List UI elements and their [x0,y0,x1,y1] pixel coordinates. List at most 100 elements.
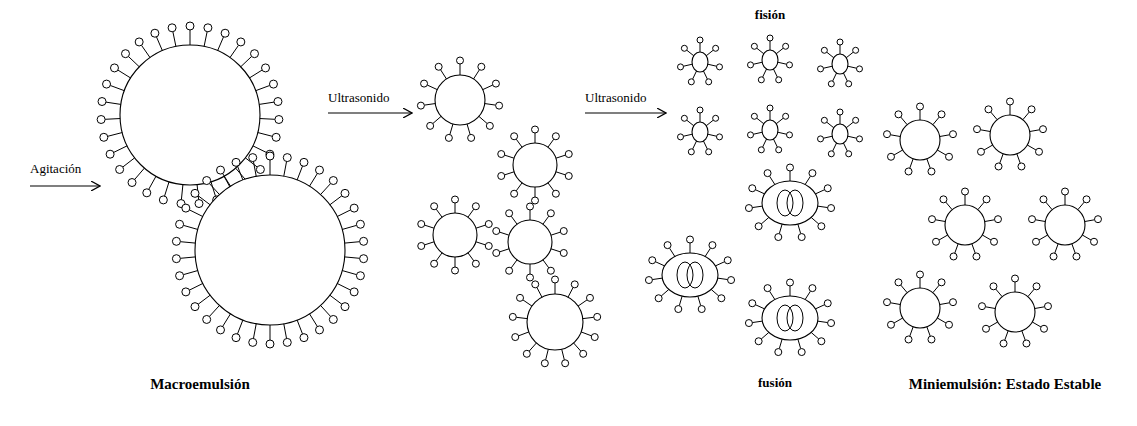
surfactant-tail [715,262,724,266]
surfactant-tail [223,173,231,186]
surfactant-head [818,136,824,142]
surfactant-head [182,288,190,296]
surfactant-tail [468,209,474,217]
surfactant-head [511,190,518,197]
oil-core [433,213,477,257]
surfactant-head [949,131,956,138]
surfactant-tail [535,187,536,197]
surfactant-tail [894,150,903,155]
surfactant-tail [529,343,536,351]
surfactant-tail [827,122,834,128]
surfactant-tail [846,122,853,128]
surfactant-head [266,340,274,348]
droplet [929,188,1002,260]
surfactant-head [928,168,935,175]
surfactant-head [100,133,108,141]
oil-core [527,294,583,350]
surfactant-tail [259,102,274,104]
process-label: fisión [755,8,785,23]
surfactant-tail [679,296,682,306]
surfactant-head [818,338,825,345]
surfactant-head [360,237,368,245]
surfactant-tail [249,70,262,78]
surfactant-head [485,221,492,228]
surfactant-tail [181,185,183,200]
surfactant-head [274,98,282,106]
surfactant-head [527,274,534,281]
surfactant-head [249,154,257,162]
merging-core [677,262,693,288]
surfactant-tail [173,32,176,47]
surfactant-tail [237,320,242,334]
surfactant-tail [230,45,239,57]
surfactant-tail [135,168,145,179]
surfactant-tail [455,257,456,267]
surfactant-head [775,349,782,356]
surfactant-tail [114,146,127,153]
surfactant-tail [543,216,549,224]
surfactant-head [688,79,694,85]
surfactant-head [718,295,725,302]
surfactant-head [828,205,835,212]
surfactant-tail [427,85,437,90]
oil-core [120,45,260,185]
droplet [493,203,568,281]
surfactant-head [251,50,259,58]
surfactant-tail [556,155,566,158]
surfactant-tail [770,41,771,50]
surfactant-tail [843,143,847,151]
surfactant-tail [500,249,510,252]
surfactant-head [143,189,151,197]
surfactant-head [217,326,225,334]
surfactant-tail [705,248,710,256]
surfactant-head [103,80,111,88]
surfactant-tail [516,139,522,147]
surfactant-tail [479,116,487,123]
surfactant-tail [843,73,847,81]
merging-core [777,190,793,216]
surfactant-head [767,35,773,41]
surfactant-head [828,81,834,87]
surfactant-tail [190,30,191,45]
surfactant-tail [198,196,210,205]
surfactant-head [775,234,782,241]
surfactant-tail [562,349,565,360]
surfactant-tail [700,43,701,52]
surfactant-head [350,288,358,296]
surfactant-head [547,210,554,217]
surfactant-head [809,170,816,177]
surfactant-head [498,172,505,179]
surfactant-head [764,285,771,292]
surfactant-head [203,315,211,323]
surfactant-head [1062,188,1069,195]
surfactant-tail [342,225,356,229]
surfactant-head [853,47,859,53]
surfactant-tail [752,321,762,322]
surfactant-tail [687,50,694,56]
surfactant-tail [773,69,777,77]
surfactant-tail [703,141,707,149]
surfactant-tail [655,262,664,266]
surfactant-head [492,80,499,87]
surfactant-tail [846,52,853,58]
surfactant-head [512,334,519,341]
surfactant-head [821,47,827,53]
surfactant-head [929,216,936,223]
surfactant-head [837,109,843,115]
surfactant-tail [937,318,946,323]
surfactant-tail [755,190,764,194]
surfactant-tail [805,176,810,184]
surfactant-head [275,116,283,124]
surfactant-tail [253,146,266,153]
surfactant-tail [218,37,224,51]
surfactant-head [452,267,459,274]
surfactant-tail [946,202,952,210]
surfactant-tail [773,139,777,147]
surfactant-tail [530,210,531,220]
surfactant-tail [1078,202,1084,210]
surfactant-tail [827,52,834,58]
droplet [745,279,834,356]
surfactant-head [748,62,754,68]
surfactant-tail [708,64,717,66]
surfactant-tail [708,134,717,136]
